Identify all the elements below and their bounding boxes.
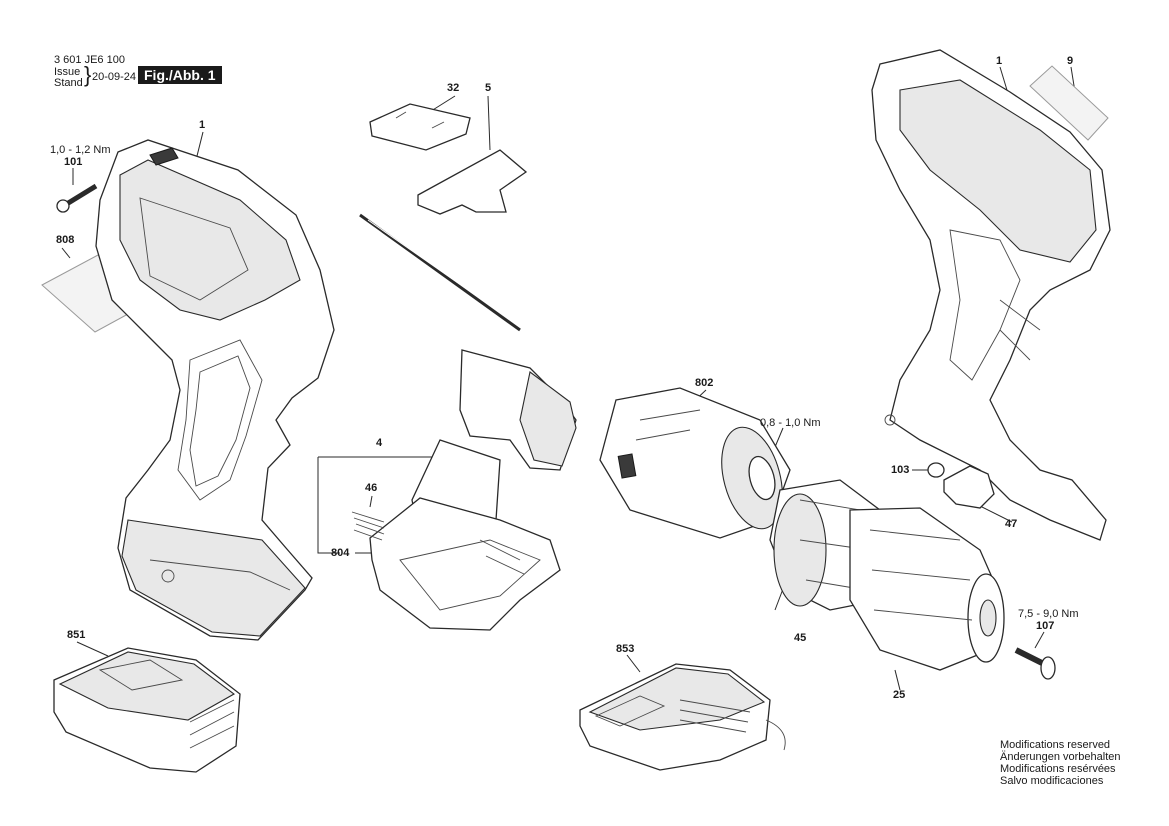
cover-47	[943, 465, 995, 509]
modifications-de: Änderungen vorbehalten	[1000, 751, 1121, 763]
brace: }	[84, 62, 92, 87]
charger-853	[579, 663, 786, 771]
callout-853: 853	[616, 643, 635, 655]
modifications-en: Modifications reserved	[1000, 739, 1111, 751]
callout-802: 802	[695, 377, 714, 389]
callout-107: 107	[1036, 620, 1055, 632]
callout-4: 4	[376, 437, 383, 449]
switch-assembly-4	[359, 213, 577, 631]
callout-46: 46	[365, 482, 378, 494]
spring-46	[351, 511, 385, 541]
callout-1-right: 1	[996, 55, 1003, 67]
modifications-es: Salvo modificaciones	[1000, 775, 1104, 787]
housing-shell-left	[95, 139, 335, 641]
battery-pack-851	[53, 647, 241, 773]
callout-5: 5	[485, 82, 492, 94]
switch-cap-32	[369, 103, 471, 151]
callout-45: 45	[794, 632, 807, 644]
motor-802	[599, 387, 791, 539]
callout-851: 851	[67, 629, 86, 641]
issue-date: 20-09-24	[92, 71, 137, 83]
direction-slider-5	[417, 149, 528, 215]
screw-107	[1014, 647, 1056, 680]
callout-804: 804	[331, 547, 350, 559]
callout-101: 101	[64, 156, 83, 168]
label-sheet-9	[1029, 65, 1109, 141]
callout-25: 25	[893, 689, 906, 701]
callout-47: 47	[1005, 518, 1018, 530]
modifications-note: Modifications reserved Änderungen vorbeh…	[1000, 739, 1120, 787]
issue-label: Issue	[54, 66, 81, 78]
callout-32: 32	[447, 82, 460, 94]
callout-808: 808	[56, 234, 75, 246]
torque-screw-107: 7,5 - 9,0 Nm	[1018, 608, 1079, 620]
chuck-25	[849, 507, 1005, 671]
callout-9: 9	[1067, 55, 1074, 67]
figure-tag: Fig./Abb. 1	[138, 66, 222, 84]
screw-101	[56, 183, 98, 213]
bushing-103	[927, 462, 945, 478]
torque-motor-802: 0,8 - 1,0 Nm	[760, 417, 821, 429]
stand-label: Stand	[54, 77, 83, 89]
torque-screw-101: 1,0 - 1,2 Nm	[50, 144, 111, 156]
callout-1-left: 1	[199, 119, 206, 131]
modifications-fr: Modifications resérvées	[1000, 763, 1116, 775]
housing-shell-right	[871, 49, 1111, 541]
part-number: 3 601 JE6 100	[54, 54, 125, 66]
callout-103: 103	[891, 464, 910, 476]
